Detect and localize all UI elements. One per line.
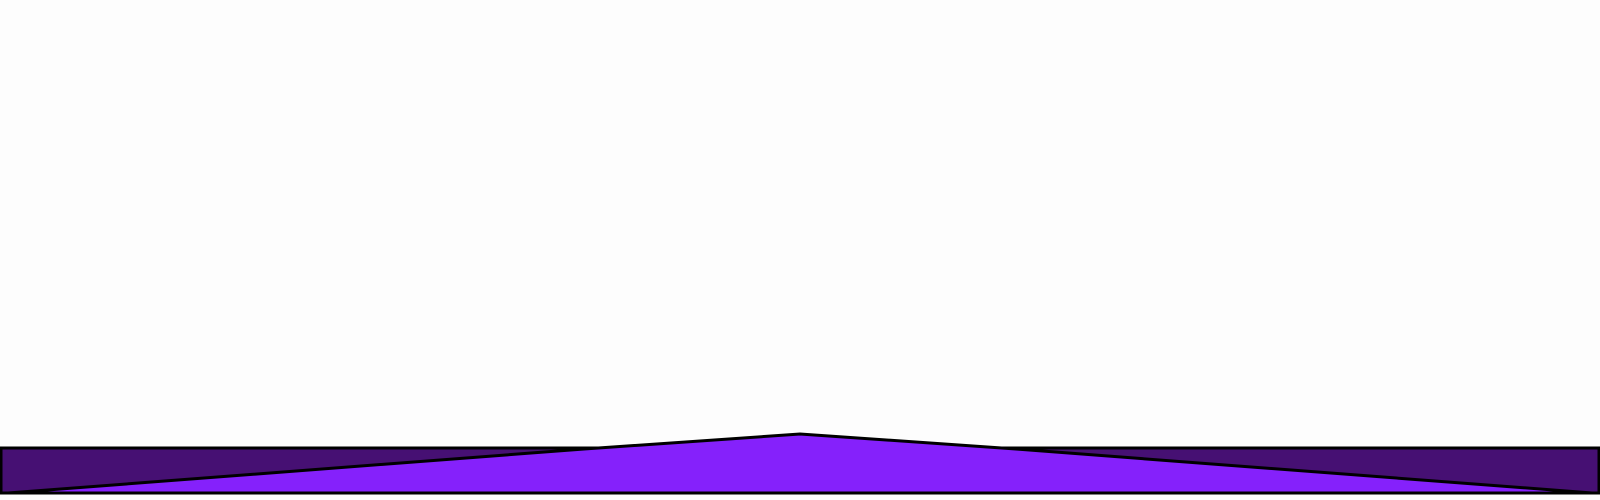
bottom-decorative-bar [0,420,1600,500]
bottom-bar-graphic [0,432,1600,495]
blank-content-area [0,0,1600,430]
